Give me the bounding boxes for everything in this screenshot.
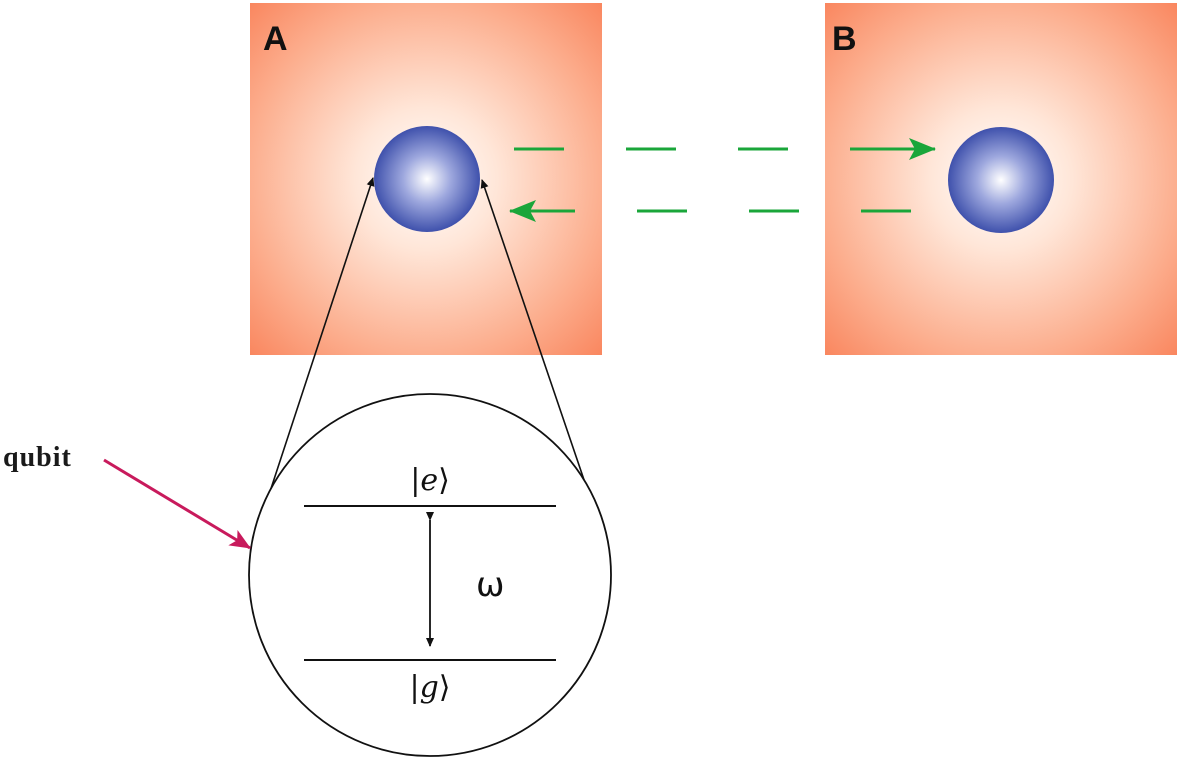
cavity-b-label: B xyxy=(832,20,857,58)
qubit-zoom: |e⟩ |g⟩ ω xyxy=(248,393,612,757)
zoom-lines xyxy=(259,177,598,523)
cavity-a-label: A xyxy=(263,20,288,58)
cavity-b: B xyxy=(825,3,1177,355)
qubit-pointer-arrow xyxy=(103,458,251,550)
excited-state-label: |e⟩ xyxy=(410,463,450,498)
ground-state-label: |g⟩ xyxy=(409,670,450,705)
atom-b xyxy=(948,127,1054,233)
cavity-a: A xyxy=(250,3,602,355)
qubit-annotation: qubit xyxy=(3,442,251,550)
atom-a xyxy=(374,126,480,232)
transition-frequency-label: ω xyxy=(476,565,504,605)
zoom-line-left xyxy=(259,177,375,523)
zoom-line-right xyxy=(480,179,598,519)
qubit-label: qubit xyxy=(3,442,72,473)
